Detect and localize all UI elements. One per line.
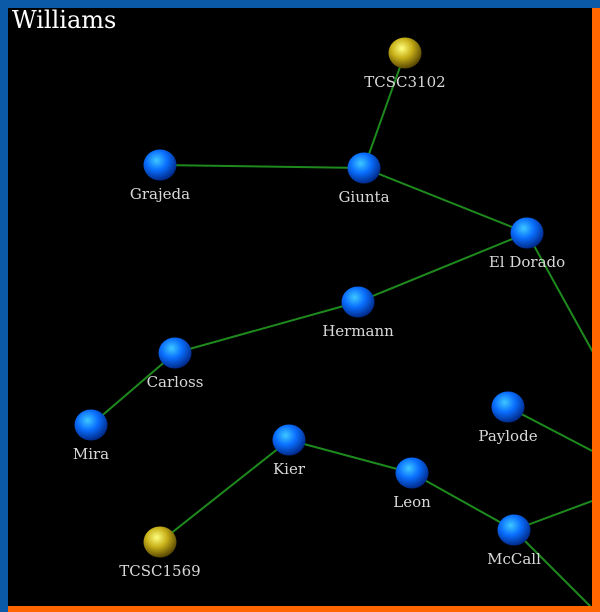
node-label: Leon: [393, 493, 431, 511]
node-label: Grajeda: [130, 185, 190, 203]
edge-el-dorado-offscreen-right-1: [526, 232, 600, 366]
border-top: [0, 0, 600, 8]
node-sphere-icon[interactable]: [388, 37, 422, 69]
node-label: McCall: [487, 550, 541, 568]
edge-kier-leon: [288, 439, 413, 474]
node-label: Hermann: [322, 322, 394, 340]
node-mira[interactable]: Mira: [73, 409, 109, 464]
edge-tcsc3102-giunta: [363, 52, 406, 169]
graph-title: Williams: [12, 6, 117, 34]
node-hermann[interactable]: Hermann: [322, 286, 394, 341]
node-label: Mira: [73, 445, 109, 463]
border-bottom: [8, 606, 600, 612]
node-el-dorado[interactable]: El Dorado: [489, 217, 565, 272]
border-left: [0, 0, 8, 612]
node-label: TCSC3102: [364, 73, 445, 91]
edge-tcsc1569-kier: [159, 439, 290, 543]
node-sphere-icon[interactable]: [347, 152, 381, 184]
node-carloss[interactable]: Carloss: [147, 337, 204, 392]
node-paylode[interactable]: Paylode: [478, 391, 538, 446]
border-right: [592, 8, 600, 612]
node-sphere-icon[interactable]: [143, 149, 177, 181]
node-label: Paylode: [478, 427, 537, 445]
node-label: TCSC1569: [119, 562, 200, 580]
node-kier[interactable]: Kier: [272, 424, 306, 479]
node-sphere-icon[interactable]: [143, 526, 177, 558]
node-sphere-icon[interactable]: [74, 409, 108, 441]
node-sphere-icon[interactable]: [491, 391, 525, 423]
node-leon[interactable]: Leon: [393, 457, 431, 512]
edge-hermann-carloss: [174, 301, 359, 354]
edge-giunta-el-dorado: [363, 167, 528, 234]
node-giunta[interactable]: Giunta: [338, 152, 390, 207]
node-label: Carloss: [147, 373, 204, 391]
edge-paylode-offscreen-right-2: [507, 406, 600, 456]
node-sphere-icon[interactable]: [510, 217, 544, 249]
edge-el-dorado-hermann: [357, 232, 528, 303]
node-tcsc3102[interactable]: TCSC3102: [364, 37, 446, 92]
node-label: El Dorado: [489, 253, 565, 271]
edge-carloss-mira: [90, 352, 176, 426]
edge-leon-mccall: [411, 472, 515, 531]
node-sphere-icon[interactable]: [341, 286, 375, 318]
node-sphere-icon[interactable]: [272, 424, 306, 456]
node-sphere-icon[interactable]: [158, 337, 192, 369]
node-sphere-icon[interactable]: [497, 514, 531, 546]
edge-grajeda-giunta: [159, 164, 365, 169]
node-label: Kier: [273, 460, 306, 478]
node-mccall[interactable]: McCall: [487, 514, 541, 569]
edge-mccall-offscreen-bottom-right: [513, 529, 597, 612]
node-tcsc1569[interactable]: TCSC1569: [119, 526, 201, 581]
node-label: Giunta: [338, 188, 389, 206]
node-grajeda[interactable]: Grajeda: [130, 149, 190, 204]
node-sphere-icon[interactable]: [395, 457, 429, 489]
